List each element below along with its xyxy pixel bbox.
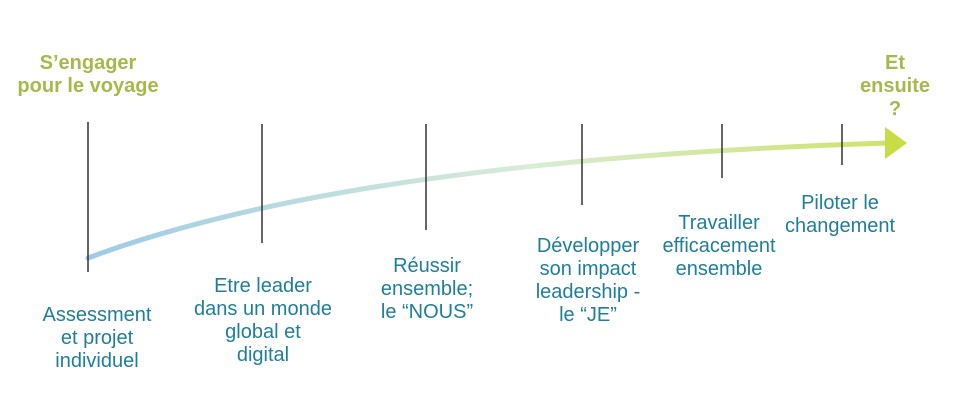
step-label-change: Piloter le changement — [784, 192, 896, 237]
step-label-je: Développer son impact leadership - le “J… — [535, 235, 641, 326]
step-label-working-together: Travailler efficacement ensemble — [662, 212, 776, 280]
end-label: Et ensuite ? — [859, 52, 931, 120]
step-label-global-leader: Etre leader dans un monde global et digi… — [194, 275, 332, 366]
arrow-head-icon — [885, 127, 907, 159]
step-label-assessment: Assessment et projet individuel — [42, 304, 152, 372]
step-label-nous: Réussir ensemble; le “NOUS” — [380, 255, 474, 323]
journey-curve — [85, 140, 891, 261]
start-label: S’engager pour le voyage — [17, 52, 159, 97]
